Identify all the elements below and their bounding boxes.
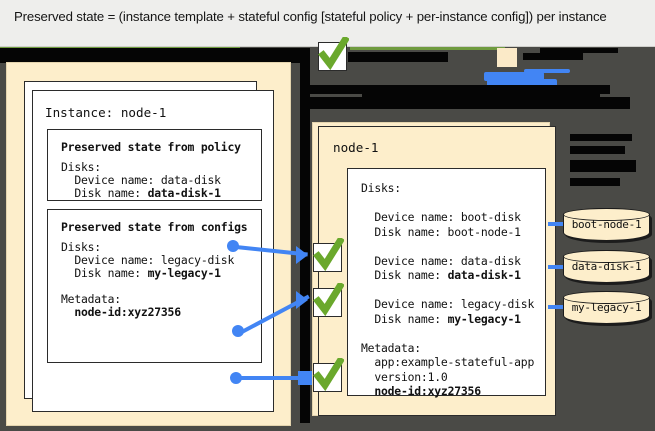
disk-connector-data <box>548 265 574 269</box>
redaction-bar-top-right-2 <box>540 48 618 53</box>
redaction-bar-top-right <box>523 53 583 60</box>
configs-line: node-id:xyz27356 <box>74 305 181 319</box>
cream-chip-top <box>497 48 517 67</box>
redaction-bar-right-2 <box>570 146 625 154</box>
redaction-bar-mid-2 <box>310 97 630 109</box>
node-title: node-1 <box>333 140 379 155</box>
connector-dot-metadata <box>230 372 242 384</box>
green-check-glyph <box>313 283 344 317</box>
node-disks-line: node-id:xyz27356 <box>374 384 481 398</box>
node-disks-line: app:example-stateful-app <box>361 355 535 369</box>
connector-arrow-legacy-disk <box>296 291 308 309</box>
preserved-state-from-configs-box: Preserved state from configs Disks: Devi… <box>47 209 262 363</box>
green-check-glyph <box>313 358 344 392</box>
disk-cylinder-top <box>562 249 650 263</box>
green-check-icon-top <box>318 37 349 71</box>
green-check-icon-legacy-disk <box>313 283 344 317</box>
node-disks-box: Disks: Device name: boot-disk Disk name:… <box>347 168 546 398</box>
disk-cylinder-data: data-disk-1 <box>562 249 650 283</box>
node-disks-line: Disk name: data-disk-1 <box>361 268 521 282</box>
blue-smear-c <box>524 69 570 73</box>
caption-bar: Preserved state = (instance template + s… <box>0 0 655 47</box>
node-disks-line <box>361 239 368 253</box>
connector-arrow-metadata <box>298 371 312 385</box>
node-disks-line: Device name: boot-disk <box>361 210 521 224</box>
configs-line: Device name: legacy-disk <box>61 253 235 267</box>
configs-box-heading: Preserved state from configs <box>61 220 248 234</box>
configs-line: Disk name: my-legacy-1 <box>61 266 221 280</box>
disk-connector-legacy <box>548 305 574 309</box>
policy-line: Disk name: data-disk-1 <box>61 186 221 200</box>
node-disks-line: Device name: legacy-disk <box>361 297 535 311</box>
redaction-bar-right-3 <box>570 160 636 172</box>
redaction-bar-mid-1 <box>310 85 610 94</box>
configs-line: Disks: <box>61 240 101 254</box>
node-disks-line: Disks: <box>361 181 401 195</box>
redaction-bar-right-4 <box>570 178 620 186</box>
redaction-bar-mid-3 <box>362 93 600 97</box>
redaction-bar-top-left <box>0 48 310 63</box>
policy-line: Device name: data-disk <box>61 173 221 187</box>
node-disks-line: Disk name: boot-node-1 <box>361 224 521 239</box>
disk-cylinder-label: boot-node-1 <box>571 218 642 231</box>
node-disks-line <box>361 283 368 297</box>
disk-connector-boot <box>548 222 574 226</box>
caption-text: Preserved state = (instance template + s… <box>14 9 607 24</box>
node-disks-line <box>361 326 368 340</box>
green-rule-top-right <box>350 45 505 50</box>
disk-cylinder-top <box>562 290 650 304</box>
configs-line: Metadata: <box>61 292 121 306</box>
green-check-icon-data-disk <box>313 238 344 272</box>
node-disks-line: version:1.0 <box>361 369 448 384</box>
blue-smear-b <box>487 79 557 87</box>
disk-cylinder-legacy: my-legacy-1 <box>562 290 650 324</box>
configs-line <box>61 279 68 293</box>
disk-cylinder-top <box>562 207 650 221</box>
policy-line: Disks: <box>61 160 101 174</box>
green-check-glyph <box>313 238 344 272</box>
connector-line-metadata <box>239 376 311 380</box>
disk-cylinder-label: my-legacy-1 <box>571 301 642 314</box>
redaction-bar-right-1 <box>570 134 632 141</box>
node-panel: node-1 Disks: Device name: boot-disk Dis… <box>318 126 556 416</box>
connector-arrow-data-disk <box>296 246 308 264</box>
green-check-icon-metadata <box>313 358 344 392</box>
disk-cylinder-boot: boot-node-1 <box>562 207 650 241</box>
redaction-bar-right-5 <box>300 63 310 423</box>
green-check-glyph <box>318 37 349 71</box>
blue-smear-a <box>484 72 544 81</box>
node-disks-line <box>361 196 368 210</box>
disk-cylinder-label: data-disk-1 <box>571 260 642 273</box>
policy-box-heading: Preserved state from policy <box>61 140 241 154</box>
instance-card: Instance: node-1 Preserved state from po… <box>32 90 274 412</box>
redaction-bar-top-mid <box>348 52 448 62</box>
preserved-state-from-policy-box: Preserved state from policy Disks: Devic… <box>47 129 262 201</box>
node-disks-line: Disk name: my-legacy-1 <box>361 311 521 326</box>
instance-heading: Instance: node-1 <box>45 105 167 120</box>
node-disks-line: Device name: data-disk <box>361 253 521 268</box>
node-disks-line: Metadata: <box>361 340 421 355</box>
